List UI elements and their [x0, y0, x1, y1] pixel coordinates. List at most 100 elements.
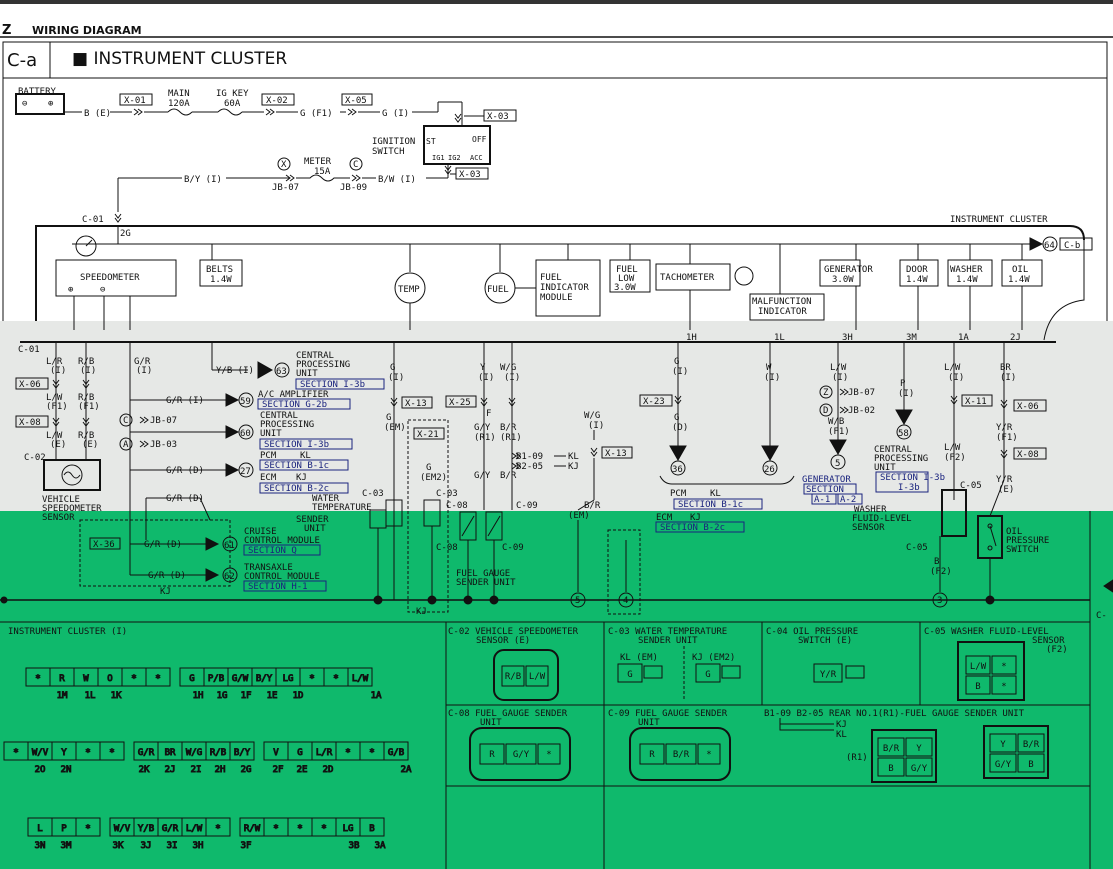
w-y: Y [480, 363, 486, 373]
section-title: ■ INSTRUMENT CLUSTER [72, 49, 287, 69]
tachometer-label: TACHOMETER [660, 273, 715, 283]
cpu-12-a: SECTION I-3b [880, 473, 945, 483]
circle-x: X [281, 160, 287, 170]
conn-x13b: X-13 [605, 449, 627, 459]
c05-pin-3: B [975, 682, 980, 692]
cpu-9: CENTRAL [874, 445, 912, 455]
w-y-2: (I) [478, 373, 494, 383]
sec-b1c: SECTION B-1c [264, 461, 329, 471]
pin-number: 1D [293, 691, 304, 701]
pin-wire-color: B/Y [256, 674, 273, 684]
sec-b2c2: SECTION B-2c [660, 523, 725, 533]
igkey-fuse-label: IG KEY [216, 89, 249, 99]
speedometer-box [55, 259, 177, 297]
pin-number: 3K [113, 841, 124, 851]
c03-pin-g2: G [705, 670, 710, 680]
c05-title: C-05 WASHER FLUID-LEVEL [924, 627, 1049, 637]
fuel-low-2: LOW [618, 274, 635, 284]
cruise-2: CONTROL MODULE [244, 536, 320, 546]
c09-pin-3: * [706, 750, 711, 760]
pcm2-label: PCM [670, 489, 687, 499]
conn-x36: X-36 [93, 540, 115, 550]
w-lwf1: L/W [46, 393, 63, 403]
w-wg: W/G [500, 363, 516, 373]
conn-x03a-label: X-03 [487, 112, 509, 122]
w-gr-d4: G/R (D) [148, 571, 186, 581]
section-code: C-a [7, 50, 37, 71]
w-rb-2: (I) [80, 366, 96, 376]
b1-kl: KL [836, 730, 847, 740]
pin-wire-color: * [85, 748, 90, 758]
washer-label: WASHER [950, 265, 983, 275]
conn-x03b [455, 167, 489, 180]
vss-symbol [43, 459, 101, 491]
b1-kj: KJ [836, 720, 847, 730]
pin-wire-color: * [297, 824, 302, 834]
pin-number: 2D [323, 765, 334, 775]
ac-amp-label: A/C AMPLIFIER [258, 390, 329, 400]
c03b-label: C-03 [436, 489, 458, 499]
ref-27: 27 [240, 467, 251, 477]
c-edge-label: C- [1096, 611, 1107, 621]
pin-wire-color: * [321, 824, 326, 834]
fim-3: MODULE [540, 293, 573, 303]
jb07b: JB-07 [848, 388, 875, 398]
w-gr: G/R [134, 357, 151, 367]
ref-63: 63 [276, 367, 287, 377]
pin-wire-color: BR [165, 748, 176, 758]
ref-3: 3 [937, 596, 942, 606]
main-fuse-value: 120A [168, 99, 190, 109]
pin-cell [383, 741, 409, 761]
b2-pin-2: B/R [1023, 740, 1040, 750]
pin-wire-color: * [13, 748, 18, 758]
w-g-2: (I) [388, 373, 404, 383]
circle-c: C [353, 160, 358, 170]
washer-watt: 1.4W [956, 275, 978, 285]
w-wg-2: (I) [504, 373, 520, 383]
cpu-section: SECTION I-3b [264, 440, 329, 450]
conn-x08b: X-08 [1017, 450, 1039, 460]
conn-x23: X-23 [643, 397, 665, 407]
ac-amp-section: SECTION G-2b [262, 400, 327, 410]
w-gr-d3: G/R (D) [144, 540, 182, 550]
jb03-mid: JB-03 [150, 440, 177, 450]
tachometer-box [655, 263, 731, 291]
pin-cell [205, 817, 231, 837]
kl3-label: KL [710, 489, 721, 499]
c02-pin-2: L/W [529, 672, 546, 682]
w-gem3: G [426, 463, 431, 473]
w-gem-2: (EM) [384, 423, 406, 433]
f-label: F [486, 409, 491, 419]
c01-mid-label: C-01 [18, 345, 40, 355]
ign-st: ST [426, 137, 436, 146]
c04-pin: Y/R [820, 670, 837, 680]
fuel-low-1: FUEL [616, 265, 638, 275]
pin-1h: 1H [686, 333, 697, 343]
igkey-fuse [217, 108, 243, 116]
ignition-label-1: IGNITION [372, 137, 415, 147]
conn-x05-label: X-05 [345, 96, 367, 106]
pin-wire-color: G/R [162, 824, 179, 834]
pin-wire-color: Y [61, 748, 67, 758]
pin-number: 3I [167, 841, 178, 851]
c03a-label: C-03 [362, 489, 384, 499]
ign-off: OFF [472, 135, 487, 144]
pin-wire-color: L [37, 824, 42, 834]
cruise-section: SECTION Q [248, 546, 297, 556]
b1-pin-1: B/R [883, 744, 900, 754]
conn-x02-label: X-02 [266, 96, 288, 106]
svg-text:⊖: ⊖ [100, 285, 105, 295]
c03-title-2: SENDER UNIT [638, 636, 698, 646]
pin-cell [75, 817, 101, 837]
pin-number: 2G [241, 765, 252, 775]
pin-number: 1M [57, 691, 68, 701]
w-yre-2: (E) [998, 485, 1014, 495]
wt-3: SENDER [296, 515, 329, 525]
c04-title: C-04 OIL PRESSURE [766, 627, 858, 637]
ign-ig2: IG2 [448, 154, 461, 162]
w-lr-2: (I) [50, 366, 66, 376]
jb09-label: JB-09 [340, 183, 367, 193]
pin-number: 2J [165, 765, 176, 775]
pin-number: 2H [215, 765, 226, 775]
